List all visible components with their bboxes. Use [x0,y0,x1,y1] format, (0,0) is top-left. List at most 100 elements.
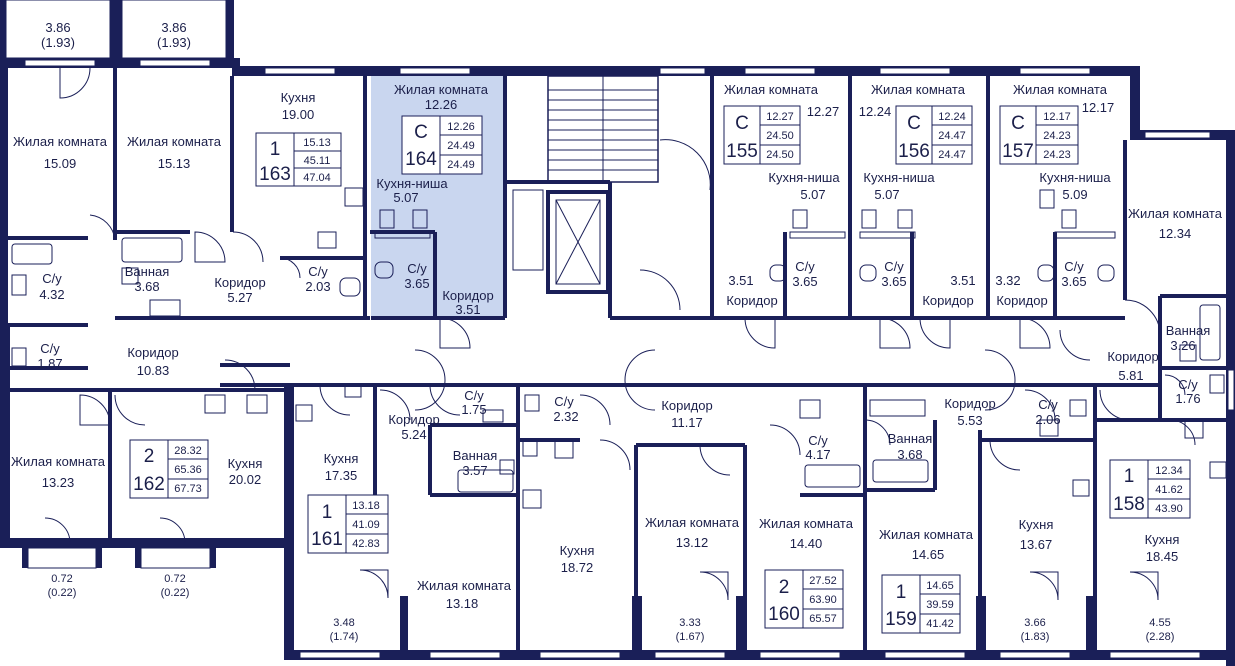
room-area: 3.68 [897,447,922,462]
room-area: 3.51 [728,273,753,288]
apartment-157-info: C 157 12.17 24.23 24.23 [999,105,1079,165]
room-area: 3.32 [995,273,1020,288]
room-name: Ванная [125,264,170,279]
apartment-total-with-balcony: 47.04 [303,172,331,184]
room-area: 18.45 [1146,549,1179,564]
apartment-total-with-balcony: 67.73 [174,483,202,495]
apartment-rooms: C [907,113,921,134]
apartment-living-area: 14.65 [926,580,954,592]
balcony-box [27,547,97,569]
room-area: 2.06 [1035,412,1060,427]
room-area: 1.87 [37,356,62,371]
balcony-reduced-area: (1.93) [157,35,191,50]
room-area: 3.57 [462,463,487,478]
apartment-total-with-balcony: 24.47 [938,149,966,161]
apartment-number: 162 [133,474,165,495]
apartment-155-info: C 155 12.27 24.50 24.50 [723,105,801,165]
stairwell [512,75,659,294]
room-area: 13.18 [446,596,479,611]
apartment-living-area: 12.26 [447,121,475,133]
room-name: Кухня [560,543,595,558]
room-name: С/у [1038,397,1058,412]
apartment-rooms: 1 [322,502,333,523]
room-area: 13.12 [676,535,709,550]
apartment-rooms: 2 [779,577,790,598]
room-area: 5.24 [401,427,426,442]
balcony-labels: 3.86 (1.93) 3.86 (1.93) 0.72 (0.22) 0.72… [41,20,1174,643]
apartment-total-area: 24.50 [766,130,794,142]
apartment-rooms: 1 [896,582,907,603]
room-name: Коридор [726,293,777,308]
room-name: С/у [407,261,427,276]
room-name: Жилая комната [127,134,222,149]
room-name: С/у [1178,377,1198,392]
windows [24,59,1235,659]
apartment-living-area: 27.52 [809,575,837,587]
room-name: С/у [884,259,904,274]
apartment-total-area: 39.59 [926,599,954,611]
apartment-159-info: 1 159 14.65 39.59 41.42 [881,574,961,634]
room-area: 4.32 [39,287,64,302]
apartment-total-with-balcony: 41.42 [926,618,954,630]
apartment-rooms: 1 [270,139,281,160]
apartment-number: 155 [726,141,758,162]
room-name: С/у [554,394,574,409]
apartment-rooms: 2 [144,446,155,467]
room-name: Жилая комната [759,516,854,531]
apartment-total-with-balcony: 24.23 [1043,149,1071,161]
room-area: 5.81 [1118,368,1143,383]
room-area: 3.51 [950,273,975,288]
room-area: 17.35 [325,468,358,483]
room-area: 12.24 [859,104,892,119]
apartment-total-area: 63.90 [809,594,837,606]
apartment-164-info: C 164 12.26 24.49 24.49 [401,115,483,175]
room-area: 20.02 [229,472,262,487]
apartment-160-info: 2 160 27.52 63.90 65.57 [764,569,844,629]
room-name: С/у [795,259,815,274]
room-area: 3.68 [134,279,159,294]
balcony-box [121,0,227,59]
room-name: Кухня [281,90,316,105]
room-name: Жилая комната [871,82,966,97]
apartment-number: 164 [405,149,437,170]
room-area: 13.23 [42,475,75,490]
room-area: 5.07 [800,187,825,202]
apartment-total-area: 24.47 [938,130,966,142]
balcony-reduced-area: (1.74) [330,631,359,643]
room-name: Коридор [996,293,1047,308]
room-name: Ванная [1166,323,1211,338]
room-name: Кухня [1145,532,1180,547]
room-name: С/у [42,271,62,286]
apartment-162-info: 2 162 28.32 65.36 67.73 [129,439,209,499]
room-name: Кухня-ниша [768,170,840,185]
apartment-number: 158 [1113,494,1145,515]
room-name: Кухня [228,456,263,471]
room-area: 19.00 [282,107,315,122]
room-name: Коридор [388,412,439,427]
apartment-total-with-balcony: 42.83 [352,538,380,550]
room-area: 13.67 [1020,537,1053,552]
room-name: Коридор [442,288,493,303]
room-area: 1.76 [1175,391,1200,406]
apartment-rooms: C [414,122,428,143]
room-name: Жилая комната [879,527,974,542]
apartment-living-area: 12.34 [1155,465,1183,477]
room-area: 14.65 [912,547,945,562]
apartment-total-area: 65.36 [174,464,202,476]
apartment-rooms: 1 [1124,466,1135,487]
apartment-156-info: C 156 12.24 24.47 24.47 [895,105,973,165]
apartment-number: 160 [768,604,800,625]
apartment-total-area: 45.11 [304,155,331,167]
room-name: Коридор [922,293,973,308]
balcony-area: 0.72 [164,573,185,585]
apartment-total-area: 41.62 [1155,484,1183,496]
room-name: Коридор [214,275,265,290]
fixtures [11,187,1227,509]
room-name: Жилая комната [645,515,740,530]
room-name: С/у [1064,259,1084,274]
room-area: 12.34 [1159,226,1192,241]
apartment-rooms: C [1011,113,1025,134]
balcony-reduced-area: (0.22) [161,587,190,599]
apartment-living-area: 13.18 [352,500,380,512]
